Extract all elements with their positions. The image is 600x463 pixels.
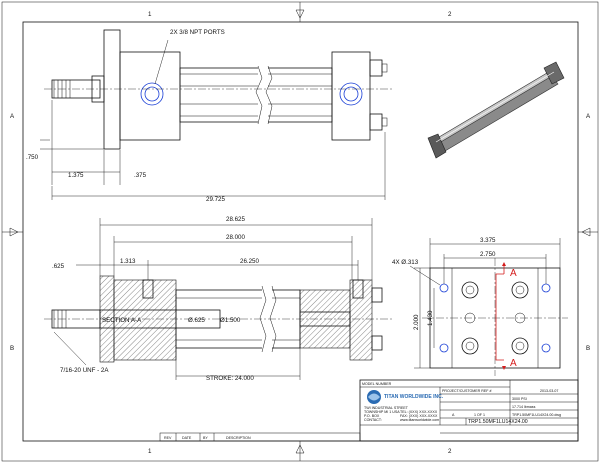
model-number-label: MODEL NUMBER [362, 382, 392, 386]
dim-hole-span-x: 2.750 [480, 251, 496, 258]
address-line-4: CONTACT: [364, 418, 382, 422]
address-line-7: www.titanworldwide.com [400, 418, 439, 422]
revision-strip [159, 432, 361, 442]
dim-flange-offset: .750 [26, 154, 39, 161]
dim-section-body: 28.000 [226, 234, 245, 241]
zone-bottom-1: 1 [148, 448, 152, 455]
section-mark-a-bottom: A [510, 358, 517, 369]
dim-stroke: STROKE: 24.000 [206, 375, 254, 382]
dim-end-height: 2.000 [413, 314, 420, 330]
dim-end-width: 3.375 [480, 237, 496, 244]
dim-rod-extension: 1.375 [68, 172, 84, 179]
section-label: SECTION A-A [102, 317, 142, 324]
file-name: TRP1.50MF1LU14X24.00.dwg [512, 413, 561, 417]
dim-rod-dia: Ø.625 [188, 317, 205, 324]
hole-note: 4X Ø.313 [392, 259, 419, 266]
address-line-5: TEL: (XXX) XXX-XXXX [400, 410, 438, 414]
end-view-dimensions [409, 238, 561, 369]
zone-right-a: A [586, 113, 591, 120]
section-view [44, 275, 392, 363]
rev-by-header: BY [203, 436, 208, 440]
dim-overall-length: 29.725 [206, 196, 225, 203]
address-line-6: FAX: (XXX) XXX-XXXX [400, 414, 438, 418]
dim-section-overall: 28.625 [226, 216, 245, 223]
end-view [422, 258, 568, 376]
company-logo [367, 390, 381, 404]
drawing-date: 2013-03-07 [540, 389, 558, 393]
rev-header: REV [164, 436, 172, 440]
zone-top-1: 1 [148, 11, 152, 18]
thread-note: 7/16-20 UNF - 2A [60, 367, 109, 374]
pressure-rating: 3000 PSI [512, 397, 527, 401]
dim-flange-thickness: .375 [134, 172, 147, 179]
weight: 17.714 lbmass [512, 405, 536, 409]
dim-port-to-port: 26.250 [240, 258, 259, 265]
drawing-number: TRP1.50MF1LU14X24.00 [468, 419, 528, 425]
side-view-dimensions [40, 100, 386, 200]
zone-top-2: 2 [448, 11, 452, 18]
dim-hole-span-y: 1.430 [427, 310, 434, 326]
isometric-view [427, 61, 565, 159]
zone-left-a: A [10, 113, 15, 120]
port-note: 2X 3/8 NPT PORTS [170, 29, 225, 36]
address-line-2: TOWNSHIP MI 1 USA [364, 410, 400, 414]
rev-description-header: DESCRIPTION [226, 436, 251, 440]
sheet-size: A [452, 413, 455, 417]
dim-port-to-face: 1.313 [120, 258, 136, 265]
dim-rod-offset: .625 [52, 263, 65, 270]
address-line-3: P.O. BOX [364, 414, 380, 418]
dim-bore-dia: Ø1.500 [220, 317, 241, 324]
rev-date-header: DATE [182, 436, 192, 440]
sheet-number: 1 OF 1 [474, 413, 485, 417]
section-view-dimensions [53, 218, 373, 380]
zone-left-b: B [10, 345, 14, 352]
company-name: TITAN WORLDWIDE INC. [384, 394, 444, 400]
side-view [44, 29, 392, 150]
title-block [359, 379, 579, 442]
project-label: PROJECT/CUSTOMER REF # [442, 389, 491, 393]
section-mark-a-top: A [510, 268, 517, 279]
address-line-1: TWI INDUSTRIAL STREET [364, 406, 409, 410]
zone-right-b: B [586, 345, 590, 352]
zone-bottom-2: 2 [448, 448, 452, 455]
